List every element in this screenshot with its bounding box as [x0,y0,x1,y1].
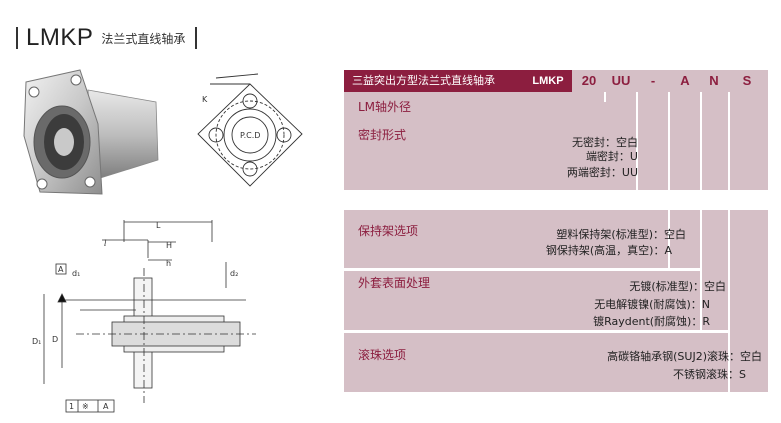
dim-h: h [166,259,171,268]
seal-label: 密封形式 [358,128,407,142]
retainer-label: 保持架选项 [358,224,419,238]
dim-d2: d₂ [230,269,238,278]
divider-s [728,92,730,392]
tolerance-datum: A [103,402,109,411]
code-ball: S [742,73,752,88]
flange-top-view-diagram: K P.C.D [197,73,303,187]
product-photo [23,69,159,195]
dim-l: l [104,239,107,248]
panel-surface [344,270,768,332]
code-size: 20 [581,73,597,88]
spec-header-title: 三益突出方型法兰式直线轴承 [344,70,524,92]
datum-label: A [58,265,64,274]
dim-H: H [166,241,172,250]
cross-section-drawing: L l H h d₁ d₂ D₁ D A 1 ※ A [32,220,256,413]
code-retainer: A [680,73,690,88]
ball-label: 滚珠选项 [358,348,407,362]
seal-option-none: 无密封：空白 [572,136,638,149]
dim-D: D [52,335,58,344]
spec-header-model: LMKP [524,70,572,92]
gap-surface [344,330,728,333]
gap-retainer [344,268,700,271]
title-model: LMKP [26,24,94,51]
surface-option-r: 镀Raydent(耐腐蚀)：R [593,315,710,328]
ball-option-stainless: 不锈钢滚珠：S [673,368,746,381]
dim-D1: D₁ [32,337,41,346]
surface-option-n: 无电解镀镍(耐腐蚀)：N [594,298,710,311]
retainer-option-steel: 钢保持架(高温，真空)：A [545,244,672,257]
spec-header: 三益突出方型法兰式直线轴承 LMKP 20 UU - A N S [344,70,768,92]
divider-uu [636,92,638,190]
dim-k: K [202,95,208,104]
page-title: LMKP 法兰式直线轴承 [16,24,198,52]
title-bar-left [16,27,18,49]
dim-pcd: P.C.D [240,131,260,140]
ball-option-suj2: 高碳铬轴承钢(SUJ2)滚珠：空白 [607,350,762,363]
panel-ball [344,332,768,392]
ordering-code-panel: 三益突出方型法兰式直线轴承 LMKP 20 UU - A N S LM轴外径 密… [344,70,768,392]
code-seal: UU [611,73,631,88]
seal-option-u: 端密封：U [585,150,638,163]
shaft-label: LM轴外径 [358,100,412,114]
divider-n [700,92,702,330]
divider-20 [604,92,606,102]
tolerance-symbol: ※ [82,402,89,411]
code-dash: - [650,73,656,88]
panel-shaft [344,92,768,190]
title-description: 法兰式直线轴承 [101,31,186,46]
surface-option-none: 无镀(标准型)：空白 [629,280,726,293]
seal-option-uu: 两端密封：UU [566,166,638,179]
dim-d1: d₁ [72,269,80,278]
surface-label: 外套表面处理 [358,276,431,290]
dim-L: L [156,221,161,230]
tolerance-value: 1 [69,402,74,411]
panel-retainer [344,210,768,270]
retainer-option-plastic: 塑料保持架(标准型)：空白 [556,228,686,241]
divider-a [668,92,670,268]
gap-seal [344,190,668,210]
title-bar-right [195,27,198,49]
code-surface: N [709,73,719,88]
